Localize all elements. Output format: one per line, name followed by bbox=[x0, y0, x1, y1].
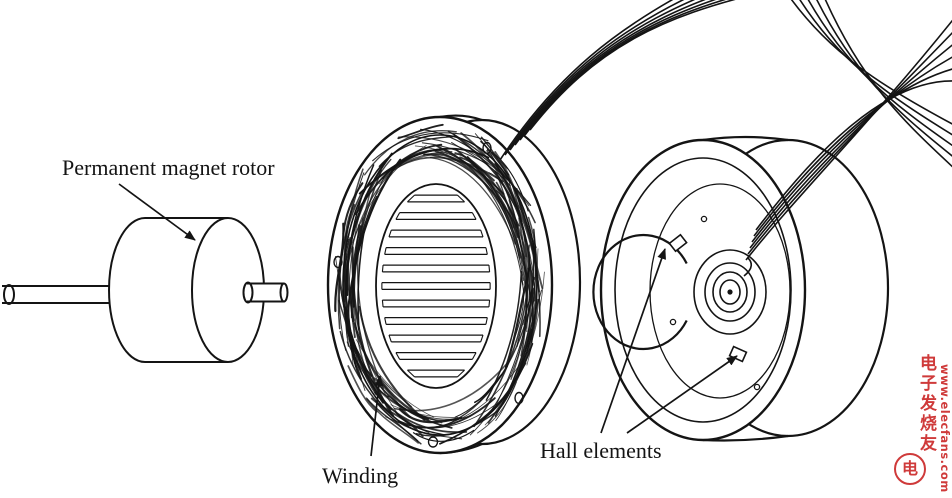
end-cover-drawing bbox=[592, 135, 890, 442]
wires-drawing bbox=[499, 0, 952, 261]
rotor-drawing bbox=[2, 217, 289, 363]
bolt-hole bbox=[482, 141, 492, 155]
hall-leader-line-1 bbox=[600, 248, 666, 434]
rotor-leader-line bbox=[118, 183, 196, 241]
bolt-hole bbox=[514, 391, 524, 405]
hall-element bbox=[668, 233, 688, 253]
winding-label: Winding bbox=[322, 463, 398, 488]
bolt-hole bbox=[427, 436, 439, 448]
bolt-hole bbox=[333, 255, 343, 269]
screw-hole bbox=[669, 318, 677, 326]
stator-drawing bbox=[326, 114, 582, 455]
winding-leader-line bbox=[370, 375, 384, 457]
hall-leader-line-2 bbox=[626, 355, 738, 434]
stator-slots bbox=[381, 194, 491, 378]
screw-hole bbox=[700, 215, 708, 223]
hall-elements-label: Hall elements bbox=[540, 438, 662, 463]
leader-lines bbox=[118, 183, 738, 457]
labels-layer: Permanent magnet rotor Winding Hall elem… bbox=[62, 155, 662, 488]
rotor-label: Permanent magnet rotor bbox=[62, 155, 275, 180]
screw-hole bbox=[753, 383, 761, 391]
winding-coils bbox=[334, 123, 545, 445]
sensor-ring bbox=[592, 233, 688, 351]
